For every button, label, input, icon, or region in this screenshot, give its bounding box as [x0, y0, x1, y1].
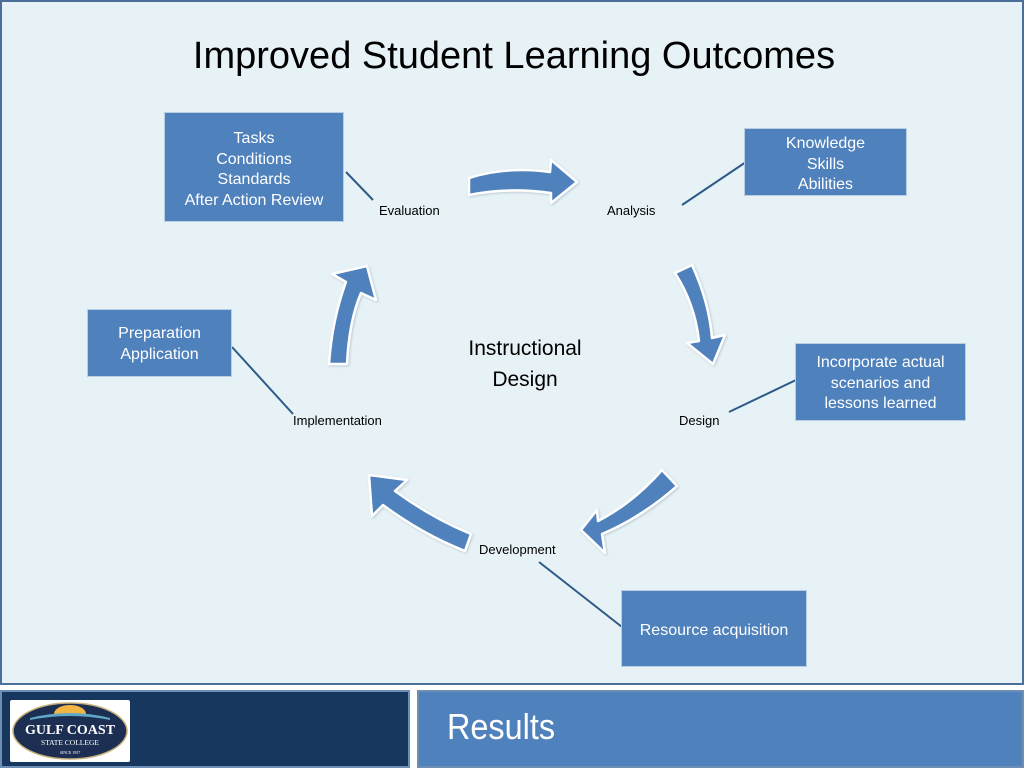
- callout-analysis-line: Knowledge: [785, 135, 866, 152]
- gulf-coast-logo-icon: GULF COAST STATE COLLEGE SINCE 1957: [12, 702, 128, 760]
- arrow-development-to-implementation: [367, 473, 473, 553]
- connector-analysis: [681, 161, 747, 206]
- slide-canvas: Improved Student Learning Outcomes Instr…: [0, 0, 1024, 685]
- callout-analysis: Knowledge Skills Abilities: [744, 128, 907, 196]
- node-design: Design: [679, 413, 720, 428]
- callout-analysis-line: Skills: [806, 155, 845, 173]
- callout-design-line: lessons learned: [824, 395, 937, 412]
- callout-evaluation: Tasks Conditions Standards After Action …: [164, 112, 344, 222]
- node-analysis: Analysis: [607, 203, 656, 218]
- cycle-diagram: [231, 158, 797, 628]
- footer-title-panel: Results: [417, 690, 1024, 768]
- slide-title: Improved Student Learning Outcomes: [192, 35, 836, 77]
- callout-analysis-line: Abilities: [797, 176, 854, 193]
- node-development: Development: [479, 542, 556, 557]
- arrow-analysis-to-design: [673, 263, 727, 366]
- node-implementation: Implementation: [293, 413, 382, 428]
- logo-name: GULF COAST: [25, 723, 116, 738]
- logo-tagline: SINCE 1957: [60, 750, 81, 755]
- center-label: Instructional Design: [445, 333, 605, 395]
- logo-subtitle: STATE COLLEGE: [41, 738, 99, 747]
- callout-evaluation-line: Tasks: [233, 130, 275, 147]
- center-label-line-1: Instructional: [468, 337, 582, 360]
- arrow-design-to-development: [579, 468, 679, 555]
- callout-development: Resource acquisition: [621, 590, 807, 667]
- center-label-line-2: Design: [492, 368, 558, 391]
- callout-design-line: scenarios and: [830, 374, 931, 392]
- callout-implementation-line: Application: [120, 345, 199, 363]
- callout-implementation-line: Preparation: [118, 325, 201, 342]
- callout-evaluation-line: Conditions: [216, 150, 292, 168]
- connector-evaluation: [345, 171, 374, 201]
- college-logo: GULF COAST STATE COLLEGE SINCE 1957: [10, 700, 130, 762]
- callout-implementation: Preparation Application: [87, 309, 232, 377]
- connector-implementation: [231, 346, 294, 415]
- arrow-evaluation-to-analysis: [467, 158, 579, 205]
- callout-design: Incorporate actual scenarios and lessons…: [795, 343, 966, 421]
- callout-evaluation-line: After Action Review: [184, 191, 324, 209]
- footer-logo-panel: GULF COAST STATE COLLEGE SINCE 1957: [0, 690, 410, 768]
- section-title: Results: [447, 706, 556, 747]
- arrow-implementation-to-evaluation: [327, 264, 378, 366]
- node-evaluation: Evaluation: [379, 203, 440, 218]
- connector-development: [538, 561, 623, 628]
- connector-design: [728, 379, 797, 413]
- callout-development-line: Resource acquisition: [639, 622, 789, 639]
- callout-design-line: Incorporate actual: [816, 354, 945, 371]
- callout-evaluation-line: Standards: [217, 171, 291, 188]
